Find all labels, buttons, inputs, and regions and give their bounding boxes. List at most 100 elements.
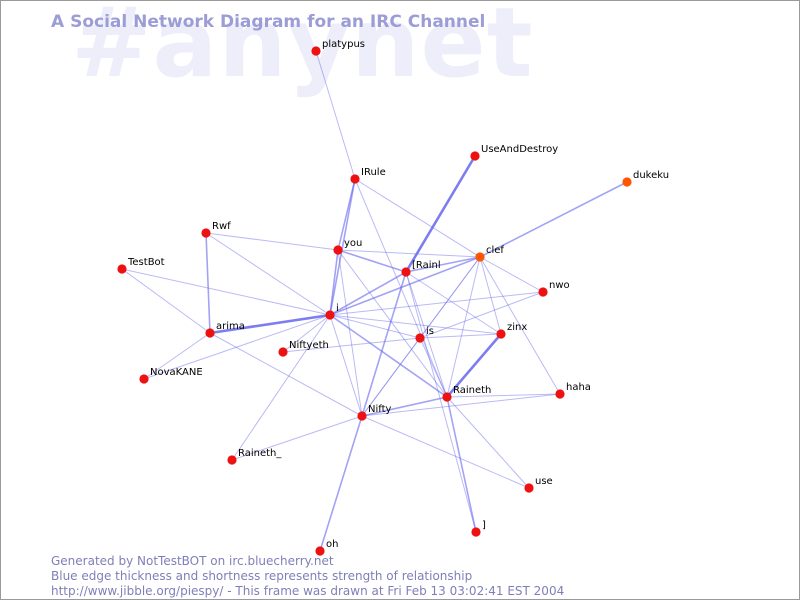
edge-i-nwo <box>329 291 544 316</box>
node-label-is: is <box>426 326 434 337</box>
edge-Raineth-haha <box>446 393 561 398</box>
edge-i-arima <box>208 313 332 335</box>
edge-IRainl-bracket <box>405 271 477 533</box>
node-dot-Nifty <box>357 411 367 421</box>
node-dot-Rwf <box>201 228 211 238</box>
node-platypus: platypus <box>311 39 365 56</box>
edge-is-Niftyeth <box>282 337 421 353</box>
footer-legend-note: Blue edge thickness and shortness repres… <box>51 569 473 583</box>
edge-IRainl-i <box>329 271 407 316</box>
edge-TestBot-arima <box>121 268 211 334</box>
node-dot-platypus <box>311 46 321 56</box>
node-dot-Raineth_ <box>227 455 237 465</box>
edge-Raineth-use <box>446 396 530 489</box>
edge-IRainl-Raineth <box>405 271 448 398</box>
node-arima: arima <box>205 321 245 338</box>
node-dot-haha <box>555 389 565 399</box>
node-dot-Raineth <box>442 392 452 402</box>
node-UseAndDestroy: UseAndDestroy <box>470 144 558 161</box>
node-label-use: use <box>535 476 553 487</box>
edge-zinx-Raineth <box>445 332 503 399</box>
node-dot-you <box>333 245 343 255</box>
node-IRainl: [Rainl <box>401 260 441 277</box>
edge-i-NovaKANE <box>143 314 331 380</box>
node-label-oh: oh <box>326 539 338 550</box>
node-label-clef: clef <box>486 245 504 256</box>
edge-IRule-i <box>329 178 356 316</box>
edge-arima-NovaKANE <box>143 332 211 380</box>
node-dot-NovaKANE <box>139 374 149 384</box>
edge-IRainl-you <box>337 249 407 273</box>
edge-dukeku-clef <box>479 181 628 258</box>
edge-platypus-IRule <box>315 50 356 180</box>
node-label-nwo: nwo <box>549 280 570 291</box>
edge-IRainl-clef <box>405 256 481 273</box>
node-label-haha: haha <box>566 382 591 393</box>
node-label-Nifty: Nifty <box>368 404 392 415</box>
node-Rwf: Rwf <box>201 221 231 238</box>
node-dukeku: dukeku <box>622 170 669 187</box>
node-bracket: ] <box>471 520 486 537</box>
channel-watermark: #anynet <box>71 0 534 99</box>
node-label-Rwf: Rwf <box>212 221 231 232</box>
node-label-bracket: ] <box>482 520 486 531</box>
node-dot-is <box>415 333 425 343</box>
node-NovaKANE: NovaKANE <box>139 367 203 384</box>
node-IRule: IRule <box>350 167 386 184</box>
node-label-Raineth_: Raineth_ <box>238 448 282 459</box>
edge-Rwf-i <box>205 232 331 316</box>
edge-is-Nifty <box>361 337 421 417</box>
node-dot-clef <box>475 252 485 262</box>
edge-is-Raineth <box>419 337 448 398</box>
edge-you-i <box>329 249 339 316</box>
edge-Nifty-haha <box>361 393 561 417</box>
node-TestBot: TestBot <box>117 257 165 274</box>
node-dot-IRainl <box>401 267 411 277</box>
node-label-TestBot: TestBot <box>127 257 165 268</box>
node-label-i: i <box>336 303 339 314</box>
edge-IRainl-zinx <box>405 271 502 335</box>
node-dot-bracket <box>471 527 481 537</box>
node-label-NovaKANE: NovaKANE <box>150 367 203 378</box>
node-dot-use <box>524 483 534 493</box>
node-label-arima: arima <box>216 321 245 332</box>
edge-i-Niftyeth <box>282 314 331 353</box>
node-label-you: you <box>344 238 362 249</box>
footer: Generated by NotTestBOT on irc.bluecherr… <box>51 554 564 599</box>
edge-zinx-is <box>419 333 502 339</box>
edge-Raineth-bracket <box>446 396 477 533</box>
edge-clef-haha <box>479 256 561 395</box>
edge-Nifty-use <box>361 415 530 489</box>
edge-you-Nifty <box>337 249 363 417</box>
node-Niftyeth: Niftyeth <box>278 340 329 357</box>
edge-UseAndDestroy-IRainl <box>404 154 477 274</box>
node-Raineth_: Raineth_ <box>227 448 282 465</box>
edge-you-Raineth <box>337 249 448 398</box>
node-is: is <box>415 326 434 343</box>
node-label-Raineth: Raineth <box>453 385 491 396</box>
node-dot-TestBot <box>117 264 127 274</box>
edge-you-clef <box>337 249 481 258</box>
node-dot-i <box>325 310 335 320</box>
diagram-title: A Social Network Diagram for an IRC Chan… <box>51 12 486 32</box>
node-label-UseAndDestroy: UseAndDestroy <box>481 144 558 155</box>
edge-clef-i <box>329 256 481 316</box>
node-i: i <box>325 303 339 320</box>
footer-generated-by: Generated by NotTestBOT on irc.bluecherr… <box>51 554 334 568</box>
edge-Raineth-Nifty <box>361 396 448 417</box>
edge-clef-Raineth <box>446 256 481 398</box>
edge-clef-nwo <box>479 256 544 293</box>
edge-i-Raineth <box>329 314 448 398</box>
edge-Rwf-arima <box>205 232 211 334</box>
edge-clef-zinx <box>479 256 502 335</box>
node-haha: haha <box>555 382 591 399</box>
node-zinx: zinx <box>496 322 527 339</box>
node-Nifty: Nifty <box>357 404 392 421</box>
edge-arima-Nifty <box>209 332 363 417</box>
node-use: use <box>524 476 553 493</box>
edge-i-zinx <box>329 314 502 335</box>
node-label-platypus: platypus <box>322 39 365 50</box>
node-dot-arima <box>205 328 215 338</box>
